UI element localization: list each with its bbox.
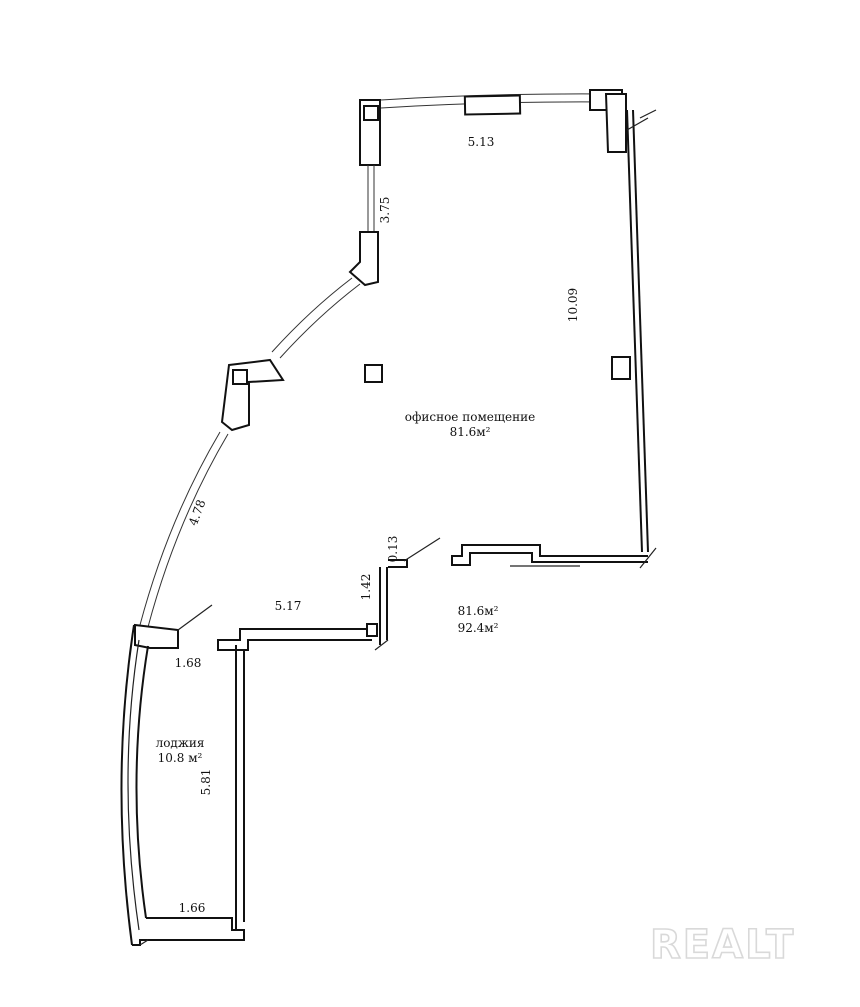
dim-door-jamb: 0.13 <box>386 536 400 563</box>
living-area-total: 81.6м² <box>458 604 499 618</box>
central-column <box>364 364 383 383</box>
dim-top-wall: 5.13 <box>468 135 495 149</box>
office-room-name: офисное помещение <box>405 410 536 424</box>
dim-corridor-wall: 5.17 <box>275 599 302 613</box>
dim-right-wall: 10.09 <box>566 288 580 322</box>
loggia-room-area: 10.8 м² <box>158 751 203 765</box>
dim-upper-left-wall: 3.75 <box>378 197 392 224</box>
loggia-walls <box>120 624 245 946</box>
office-room-area: 81.6м² <box>450 425 491 439</box>
realt-watermark: REALT <box>650 922 795 968</box>
dim-loggia-bottom: 1.66 <box>179 901 206 915</box>
dim-curved-wall: 4.78 <box>186 498 208 528</box>
dim-corridor-step: 1.42 <box>359 574 373 601</box>
office-walls <box>134 89 657 651</box>
dim-loggia-top: 1.68 <box>175 656 202 670</box>
dim-loggia-height: 5.81 <box>199 769 213 796</box>
total-area: 92.4м² <box>458 621 499 635</box>
loggia-room-name: лоджия <box>156 736 205 750</box>
